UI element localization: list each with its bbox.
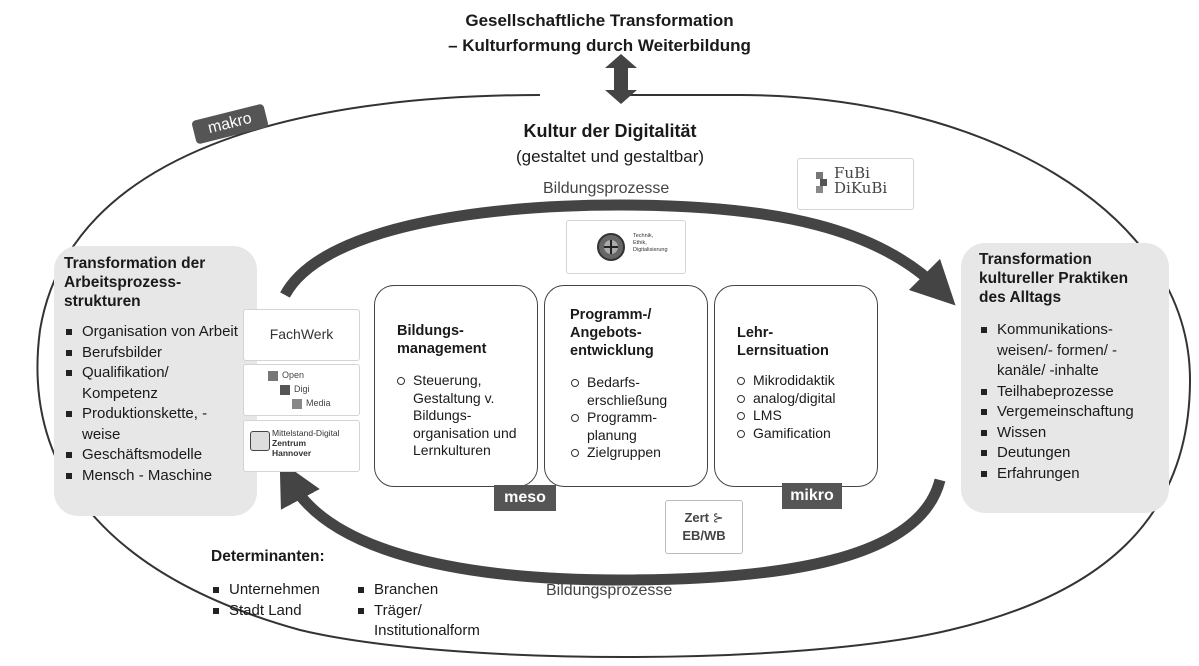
fachwerk-text: FachWerk: [269, 326, 334, 342]
inner-title-line: management: [397, 341, 487, 357]
list-item: Zielgruppen: [569, 444, 699, 462]
list-item: Branchen: [356, 580, 516, 601]
list-item: Qualifikation/ Kompetenz: [64, 363, 197, 404]
inner-box-list: Bedarfs-erschließung Programm-planung Zi…: [569, 374, 699, 462]
ted-text-2: Ethik,: [633, 240, 647, 246]
list-item: Programm-planung: [569, 409, 677, 444]
list-item: Träger/ Institutionalform: [356, 601, 504, 642]
zert-sub-text: EB/WB: [682, 528, 726, 543]
list-item: Mikrodidaktik: [735, 372, 870, 390]
digi-text: Digi: [294, 384, 310, 394]
mittelstand-text-2: Zentrum: [272, 438, 306, 448]
culture-subtitle: (gestaltet und gestaltbar): [515, 147, 705, 166]
list-item: analog/digital: [735, 390, 870, 408]
right-box-title: Transformation kultureller Praktiken des…: [979, 250, 1128, 307]
double-arrow: [605, 54, 637, 104]
right-title-line: kultureller Praktiken: [979, 270, 1129, 287]
determinants-title: Determinanten:: [211, 548, 325, 565]
list-item: Deutungen: [979, 443, 1164, 464]
mikro-tag: mikro: [782, 483, 842, 509]
cycle-arrow-top: [280, 199, 956, 306]
list-item: Stadt Land: [211, 601, 341, 622]
media-text: Media: [306, 398, 331, 408]
zert-label: Zert: [684, 510, 710, 525]
left-box: Transformation der Arbeitsprozess- struk…: [54, 246, 257, 516]
open-text: Open: [282, 370, 305, 380]
mittelstand-text-3: Hannover: [272, 448, 312, 458]
process-label-top: Bildungsprozesse: [543, 180, 670, 197]
inner-title-line: Lehr-: [737, 325, 774, 341]
meso-tag: meso: [494, 485, 556, 511]
fachwerk-logo: FachWerk: [243, 309, 360, 361]
inner-box-list: Mikrodidaktik analog/digital LMS Gamific…: [735, 372, 870, 442]
list-item: Mensch - Maschine: [64, 466, 254, 487]
list-item: Berufsbilder: [64, 343, 254, 364]
dikubi-text: DiKuBi: [834, 179, 888, 197]
list-item: Produktionskette, -weise: [64, 404, 232, 445]
ted-logo: Technik, Ethik, Digitalisierung: [566, 220, 686, 274]
ted-text-3: Digitalisierung: [633, 247, 668, 253]
inner-box-bildungsmanagement: Bildungs- management Steuerung, Gestaltu…: [374, 285, 538, 487]
right-title-line: des Alltags: [979, 289, 1062, 306]
left-title-line: Arbeitsprozess-: [64, 274, 182, 291]
inner-box-title: Lehr- Lernsituation: [737, 324, 829, 360]
zert-text: Zert ⊱: [666, 509, 742, 527]
left-box-list: Organisation von Arbeit Berufsbilder Qua…: [64, 322, 254, 486]
determinants-list-2: Branchen Träger/ Institutionalform: [356, 580, 516, 642]
list-item: Organisation von Arbeit: [64, 322, 254, 343]
inner-title-line: Lernsituation: [737, 343, 829, 359]
inner-box-programmentwicklung: Programm-/ Angebots- entwicklung Bedarfs…: [544, 285, 708, 487]
process-label-bottom: Bildungsprozesse: [546, 582, 673, 599]
list-item: Vergemeinschaftung: [979, 402, 1164, 423]
inner-box-lernsituation: Lehr- Lernsituation Mikrodidaktik analog…: [714, 285, 878, 487]
fubi-text: FuBi: [834, 164, 870, 182]
inner-box-list: Steuerung, Gestaltung v. Bildungs-organi…: [395, 372, 530, 460]
right-title-line: Transformation: [979, 251, 1092, 268]
list-item: Steuerung, Gestaltung v. Bildungs-organi…: [395, 372, 518, 460]
list-item: Wissen: [979, 423, 1164, 444]
ted-text-1: Technik,: [633, 233, 654, 239]
list-item: Unternehmen: [211, 580, 341, 601]
list-item: Kommunikations-weisen/- formen/ -kanäle/…: [979, 320, 1142, 382]
mittelstand-logo: Mittelstand-Digital Zentrum Hannover: [243, 420, 360, 472]
inner-title-line: Angebots-: [570, 325, 642, 341]
zert-logo: Zert ⊱ EB/WB: [665, 500, 743, 554]
inner-title-line: entwicklung: [570, 343, 654, 359]
opendigi-logo: Open Digi Media: [243, 364, 360, 416]
list-item: Bedarfs-erschließung: [569, 374, 682, 409]
inner-title-line: Bildungs-: [397, 323, 464, 339]
right-box-list: Kommunikations-weisen/- formen/ -kanäle/…: [979, 320, 1164, 484]
culture-title: Kultur der Digitalität: [523, 121, 697, 141]
gear-icon: [597, 233, 625, 261]
list-item: Erfahrungen: [979, 464, 1164, 485]
fubi-dikubi-logo: FuBi DiKuBi: [797, 158, 914, 210]
share-icon: ⊱: [712, 510, 724, 525]
left-title-line: Transformation der: [64, 255, 206, 272]
list-item: Geschäftsmodelle: [64, 445, 254, 466]
left-box-title: Transformation der Arbeitsprozess- struk…: [64, 254, 205, 311]
left-title-line: strukturen: [64, 293, 141, 310]
main-title-line1: Gesellschaftliche Transformation: [465, 11, 734, 30]
list-item: Teilhabeprozesse: [979, 382, 1164, 403]
main-title: Gesellschaftliche Transformation – Kultu…: [0, 8, 1199, 58]
right-box: Transformation kultureller Praktiken des…: [961, 243, 1169, 513]
list-item: Gamification: [735, 425, 870, 443]
main-title-line2: – Kulturformung durch Weiterbildung: [448, 36, 751, 55]
cycle-arrow-bottom: [279, 460, 946, 586]
inner-title-line: Programm-/: [570, 307, 652, 323]
inner-box-title: Bildungs- management: [397, 322, 486, 358]
mittelstand-text-1: Mittelstand-Digital: [272, 428, 340, 438]
determinants-list-1: Unternehmen Stadt Land: [211, 580, 341, 621]
list-item: LMS: [735, 407, 870, 425]
inner-box-title: Programm-/ Angebots- entwicklung: [570, 306, 654, 360]
mittelstand-icon: [250, 431, 270, 451]
